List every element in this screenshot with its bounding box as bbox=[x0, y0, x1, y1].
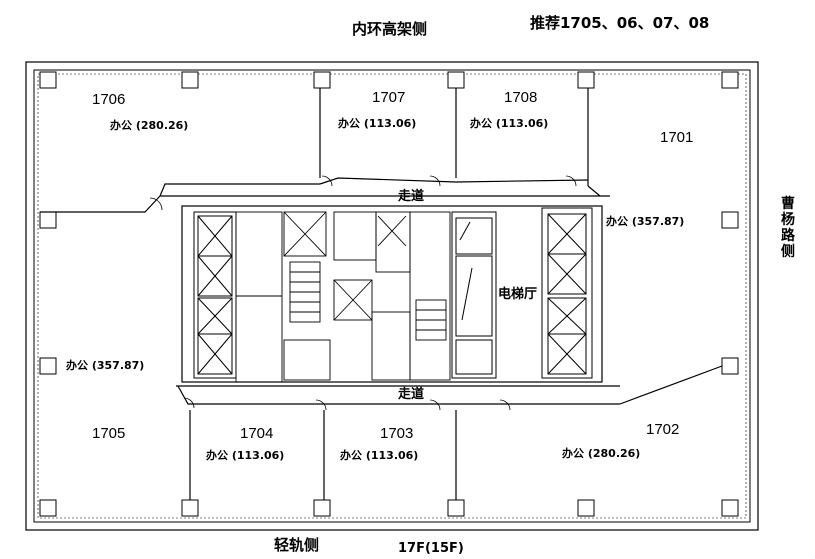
unit-area: 办公 (280.26) bbox=[562, 447, 641, 460]
right-side-label: 曹杨路侧 bbox=[781, 196, 795, 260]
elevator-hall-label: 电梯厅 bbox=[498, 287, 538, 302]
unit-area: 办公 (113.06) bbox=[206, 449, 285, 462]
door-swings bbox=[149, 175, 577, 411]
elevator-hall-shafts bbox=[451, 211, 497, 379]
partitions-bottom bbox=[177, 365, 723, 500]
outer-wall bbox=[25, 61, 759, 531]
top-side-label: 内环高架侧 bbox=[352, 20, 428, 38]
unit-area: 办公 (357.87) bbox=[66, 359, 145, 372]
partitions-top bbox=[40, 88, 601, 213]
unit-number: 1703 bbox=[380, 425, 414, 442]
unit-area: 办公 (357.87) bbox=[606, 215, 685, 228]
core bbox=[160, 195, 620, 387]
unit-number: 1706 bbox=[92, 91, 126, 108]
unit-area: 办公 (113.06) bbox=[340, 449, 419, 462]
recommended-units-label: 推荐1705、06、07、08 bbox=[530, 14, 710, 32]
unit-area: 办公 (113.06) bbox=[338, 117, 417, 130]
unit-number: 1705 bbox=[92, 425, 126, 442]
unit-number: 1701 bbox=[660, 129, 694, 146]
corridor-label: 走道 bbox=[398, 387, 425, 402]
unit-number: 1702 bbox=[646, 421, 680, 438]
elevator-bank-right bbox=[541, 207, 593, 379]
columns bbox=[39, 71, 739, 517]
unit-area: 办公 (113.06) bbox=[470, 117, 549, 130]
curtain-line bbox=[37, 73, 747, 519]
corridor-label: 走道 bbox=[398, 189, 425, 204]
unit-area: 办公 (280.26) bbox=[110, 119, 189, 132]
floor-label: 17F(15F) bbox=[398, 541, 464, 556]
unit-number: 1704 bbox=[240, 425, 274, 442]
bottom-side-label: 轻轨侧 bbox=[274, 536, 320, 554]
outer-wall-inner bbox=[33, 69, 751, 523]
unit-number: 1708 bbox=[504, 89, 538, 106]
unit-number: 1707 bbox=[372, 89, 406, 106]
elevator-bank-left bbox=[193, 211, 237, 379]
core-rooms bbox=[235, 211, 451, 383]
